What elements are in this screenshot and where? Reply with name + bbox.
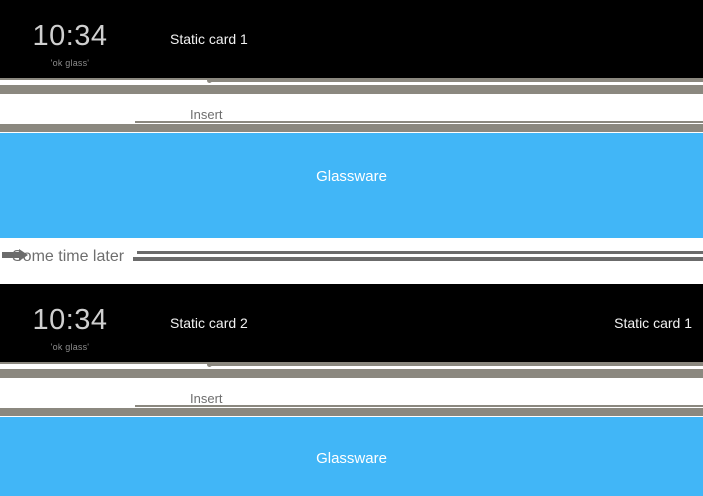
rail-segment-thick <box>0 369 703 378</box>
rail-segment-upper <box>0 78 703 80</box>
glassware-band-2: Glassware <box>0 417 703 496</box>
rail-gap-left <box>0 364 210 367</box>
rail-gap-left <box>0 80 210 83</box>
voice-hint-label: 'ok glass' <box>50 58 90 68</box>
rail-node-insert-point <box>207 362 212 367</box>
timeline-card-static-card-2: Static card 2 <box>170 315 248 331</box>
clock-time: 10:34 <box>32 20 108 52</box>
rail-segment-thick <box>0 85 703 94</box>
glass-clock-1: 10:34 'ok glass' <box>0 0 140 78</box>
glass-card-band-1: 10:34 'ok glass' Static card 1 <box>0 0 703 78</box>
glassware-label: Glassware <box>316 450 387 467</box>
glassware-label: Glassware <box>316 168 387 185</box>
some-time-later-label: Some time later <box>12 248 125 265</box>
glass-clock-2: 10:34 'ok glass' <box>0 284 140 362</box>
timeline-rail-group-2 <box>0 362 703 388</box>
clock-time: 10:34 <box>32 304 108 336</box>
rail-node-insert-point <box>207 78 212 83</box>
rail-segment-lower-thick <box>0 124 703 132</box>
timeline-card-static-card-1: Static card 1 <box>170 31 248 47</box>
back-arrow-icon <box>2 247 28 263</box>
voice-hint-label: 'ok glass' <box>50 342 90 352</box>
timeline-rail-group-1b <box>0 121 703 135</box>
glass-card-band-2: 10:34 'ok glass' Static card 2 Static ca… <box>0 284 703 362</box>
rail-segment-lower-right <box>135 405 703 407</box>
divider-line-upper <box>137 251 703 254</box>
timeline-card-static-card-1: Static card 1 <box>614 315 692 331</box>
timeline-rail-group-1 <box>0 78 703 104</box>
rail-segment-lower-right <box>135 121 703 123</box>
insert-label: Insert <box>190 391 223 406</box>
divider-line-lower <box>133 257 703 261</box>
rail-gap-full <box>0 83 703 85</box>
rail-segment-upper <box>0 362 703 364</box>
some-time-later-divider: Some time later <box>0 238 703 284</box>
rail-gap-full <box>0 367 703 369</box>
rail-segment-upper-right <box>210 364 703 366</box>
glassware-band-1: Glassware <box>0 133 703 238</box>
timeline-rail-group-2b <box>0 405 703 419</box>
insert-label: Insert <box>190 107 223 122</box>
rail-segment-upper-right <box>210 80 703 82</box>
rail-segment-lower-thick <box>0 408 703 416</box>
